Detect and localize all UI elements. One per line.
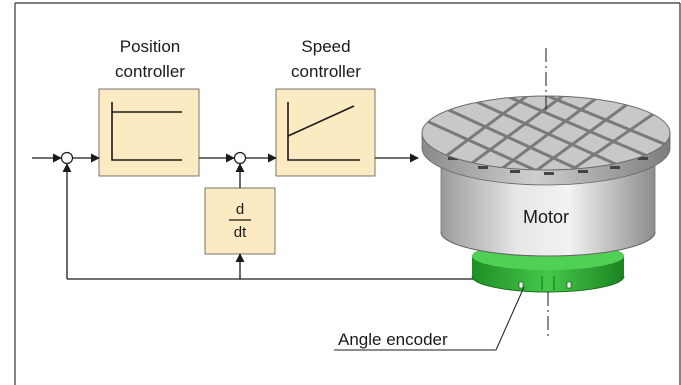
derivative-numerator: d xyxy=(236,201,244,218)
signal-lines xyxy=(32,153,496,280)
t-slot-marks xyxy=(448,157,648,175)
summing-junction-2 xyxy=(233,151,247,165)
t-slot-grid xyxy=(422,96,670,170)
position-controller-label-line2: controller xyxy=(115,62,185,81)
pi-response-ramp xyxy=(287,105,355,137)
position-controller-block xyxy=(98,88,200,177)
angle-encoder-label: Angle encoder xyxy=(338,330,448,349)
speed-controller-block xyxy=(275,88,376,177)
frame xyxy=(14,2,681,385)
summing-junction-1 xyxy=(60,151,74,165)
p-response-curve xyxy=(111,102,182,161)
position-controller-label-line1: Position xyxy=(120,37,180,56)
derivative-denominator: dt xyxy=(234,224,247,241)
derivative-block xyxy=(204,187,276,255)
angle-encoder-callout xyxy=(334,286,525,351)
pi-response-axes xyxy=(287,102,360,161)
speed-controller-label-line2: controller xyxy=(291,62,361,81)
rotary-table-motor xyxy=(421,48,671,336)
speed-controller-label-line1: Speed xyxy=(301,37,350,56)
motor-label: Motor xyxy=(523,207,569,227)
